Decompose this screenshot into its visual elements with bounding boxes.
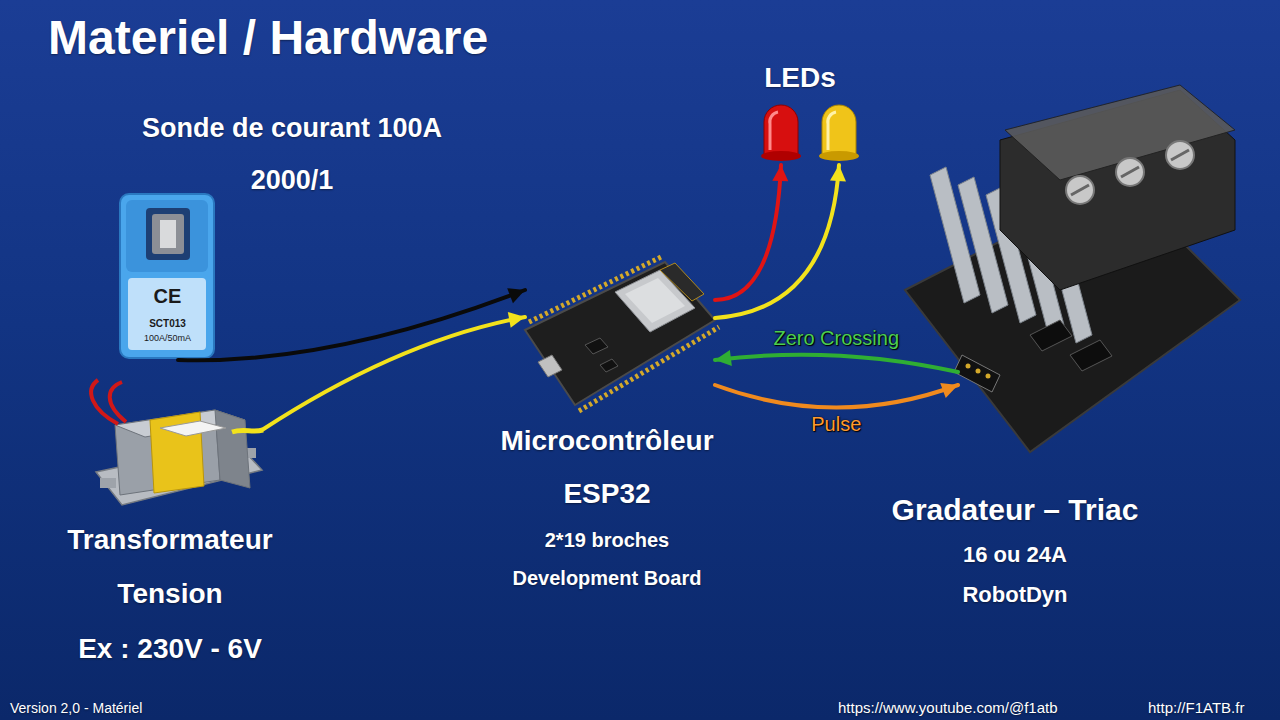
signal-label: Zero Crossing — [773, 326, 899, 350]
arrowhead — [507, 288, 525, 303]
node-heading: LEDs — [720, 60, 880, 96]
device-marking: 100A/50mA — [125, 333, 210, 344]
node-caption: 16 ou 24A — [865, 537, 1165, 573]
current-sensor-drawing-part — [126, 200, 208, 272]
current-sensor-drawing — [120, 194, 214, 358]
connector-line — [178, 290, 525, 360]
node-heading: Sonde de courant 100A — [82, 108, 502, 148]
esp32-board-drawing-part — [585, 338, 608, 354]
node-caption: Ex : 230V - 6V — [20, 622, 320, 676]
dimmer-drawing-part — [1030, 320, 1072, 351]
connector-line — [715, 165, 781, 300]
connector-line — [262, 317, 525, 430]
arrowhead — [508, 312, 525, 328]
dimmer-drawing-part — [1071, 185, 1089, 195]
footer-text: https://www.youtube.com/@f1atb — [838, 699, 1058, 717]
led-drawing-part — [828, 112, 836, 150]
connector-line — [715, 385, 958, 408]
component-node: LEDs — [755, 98, 868, 165]
esp32-board-drawing-part — [600, 359, 618, 372]
footer-text: Version 2,0 - Matériel — [10, 699, 142, 717]
connector — [715, 383, 958, 407]
led-drawing — [761, 105, 859, 161]
connector-line — [715, 165, 839, 318]
dimmer-drawing — [905, 85, 1240, 452]
transformer-drawing-part — [160, 421, 226, 436]
current-sensor-drawing-part — [152, 214, 184, 254]
dimmer-drawing-part — [1171, 150, 1189, 160]
node-caption: 2000/1 — [192, 160, 392, 200]
component-node: Transformateur TensionEx : 230V - 6V — [80, 378, 262, 510]
slide-title: Materiel / Hardware — [48, 10, 488, 66]
transformer-drawing-part — [110, 382, 126, 422]
dimmer-drawing-part — [1070, 340, 1112, 371]
node-caption: RobotDyn — [865, 577, 1165, 613]
arrowhead — [772, 165, 788, 181]
dimmer-drawing-part — [976, 369, 981, 374]
transformer-drawing-part — [100, 478, 116, 488]
led-drawing-part — [770, 112, 778, 150]
transformer-drawing — [91, 380, 263, 505]
footer-text: http://F1ATB.fr — [1148, 699, 1244, 717]
current-sensor-drawing-part — [120, 194, 214, 358]
node-heading: Microcontrôleur ESP32 — [477, 414, 737, 520]
led-drawing-part — [761, 151, 801, 161]
connector — [262, 312, 525, 430]
dimmer-drawing-part — [986, 374, 991, 379]
node-heading: Gradateur – Triac — [805, 490, 1225, 530]
arrowhead — [830, 165, 846, 181]
led-drawing-part — [819, 151, 859, 161]
node-caption: 2*19 broches Development Board — [497, 521, 717, 597]
dimmer-drawing-part — [1116, 158, 1144, 186]
node-heading: Transformateur Tension — [40, 513, 300, 621]
signal-label: Pulse — [811, 412, 861, 436]
connector — [178, 288, 525, 360]
dimmer-drawing-part — [1121, 167, 1139, 177]
device-marking: SCT013 — [125, 318, 210, 330]
device-marking: CE — [125, 284, 210, 308]
transformer-drawing-part — [215, 410, 250, 488]
dimmer-drawing-part — [954, 355, 1000, 392]
esp32-board-drawing-part — [660, 263, 704, 301]
arrowhead — [940, 383, 958, 398]
esp32-board-drawing-part — [579, 327, 719, 411]
dimmer-drawing-part — [1166, 141, 1194, 169]
current-sensor-drawing-part — [146, 208, 190, 260]
led-drawing-part — [764, 105, 798, 155]
dimmer-drawing-part — [966, 364, 971, 369]
esp32-board-drawing — [525, 257, 719, 411]
connector — [715, 165, 788, 300]
esp32-board-drawing-part — [538, 355, 562, 377]
dimmer-drawing-part — [1066, 176, 1094, 204]
transformer-drawing-part — [232, 430, 263, 432]
connector — [715, 165, 846, 318]
component-node: Microcontrôleur ESP322*19 broches Develo… — [525, 262, 715, 405]
arrowhead — [715, 350, 732, 366]
led-drawing-part — [822, 105, 856, 155]
connector — [715, 350, 958, 372]
component-node: Gradateur – Triac16 ou 24ARobotDyn — [958, 88, 1240, 455]
current-sensor-drawing-part — [160, 220, 176, 248]
connector-line — [715, 355, 958, 372]
